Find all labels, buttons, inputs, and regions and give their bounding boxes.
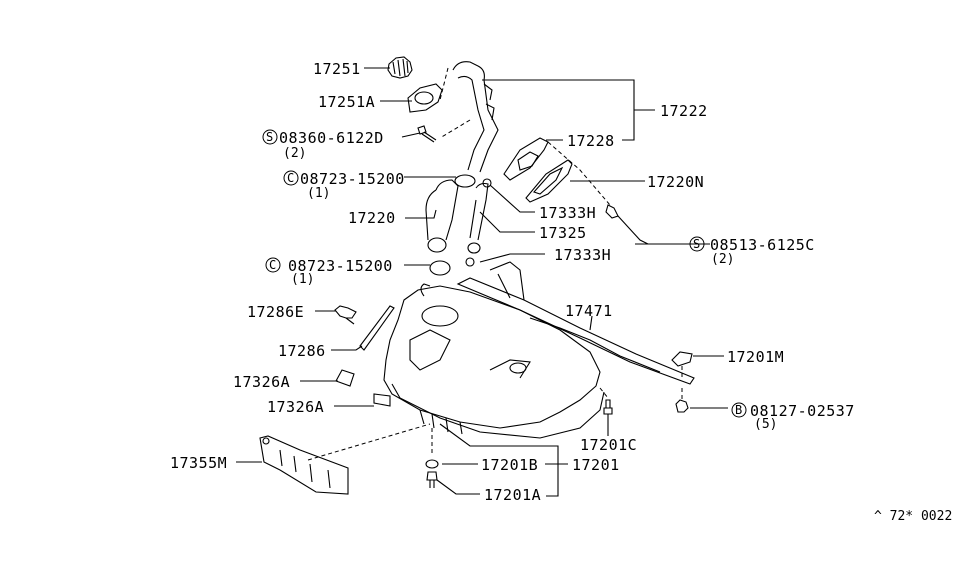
screw-drawing xyxy=(417,125,437,143)
quantity: (1) xyxy=(291,272,314,287)
bracket-drawing xyxy=(671,351,693,413)
label-17355M[interactable]: 17355M xyxy=(170,454,227,472)
label-17251A[interactable]: 17251A xyxy=(318,93,375,111)
tank-strap-drawing xyxy=(456,261,695,385)
label-08127-02537[interactable]: B 08127-02537 (5) xyxy=(731,402,855,432)
label-17326A-2[interactable]: 17326A xyxy=(267,398,324,416)
leader-lines xyxy=(236,67,728,497)
fuel-cap-drawing xyxy=(387,56,413,79)
label-17333H-2[interactable]: 17333H xyxy=(554,246,611,264)
part-number: 08723-15200 xyxy=(300,170,405,188)
part-number: 08513-6125C xyxy=(710,236,815,254)
pad-drawing-2 xyxy=(373,393,391,407)
label-08360-6122D[interactable]: S 08360-6122D (2) xyxy=(262,129,384,161)
quantity: (1) xyxy=(307,186,330,201)
c-symbol-icon xyxy=(265,257,281,273)
filler-gasket-ring-drawing xyxy=(525,141,611,206)
part-number: 08127-02537 xyxy=(750,402,855,420)
label-17326A-1[interactable]: 17326A xyxy=(233,373,290,391)
symbol-text: C xyxy=(269,258,276,272)
part-number: 08360-6122D xyxy=(279,129,384,147)
quantity: (2) xyxy=(711,252,734,267)
sensor-rod-drawing xyxy=(359,305,395,351)
label-17220N[interactable]: 17220N xyxy=(647,173,704,191)
part-number: 08723-15200 xyxy=(288,257,393,275)
filler-tube-drawing xyxy=(439,61,499,173)
c-symbol-icon xyxy=(283,170,299,186)
s-symbol-icon xyxy=(262,129,278,145)
symbol-text: C xyxy=(287,171,294,185)
symbol-text: B xyxy=(735,403,742,417)
symbol-text: S xyxy=(266,130,273,144)
screw-drawing-2 xyxy=(605,204,649,245)
diagram-reference-code: ^ 72* 0022 xyxy=(874,509,952,524)
washer-drawing xyxy=(425,428,439,469)
label-17201A[interactable]: 17201A xyxy=(484,486,541,504)
label-17251[interactable]: 17251 xyxy=(313,60,361,78)
filler-hose-drawing xyxy=(425,174,492,276)
filler-plate-drawing xyxy=(503,137,549,181)
filler-gasket-drawing xyxy=(407,83,443,113)
label-17325[interactable]: 17325 xyxy=(539,224,587,242)
clip-drawing xyxy=(334,305,357,325)
b-symbol-icon xyxy=(731,402,747,418)
s-symbol-icon xyxy=(689,236,705,252)
label-17201[interactable]: 17201 xyxy=(572,456,620,474)
label-08723-15200-b[interactable]: C 08723-15200 (1) xyxy=(265,257,393,287)
label-08513-6125C[interactable]: S 08513-6125C (2) xyxy=(689,236,815,267)
label-17286E[interactable]: 17286E xyxy=(247,303,304,321)
label-17222[interactable]: 17222 xyxy=(660,102,708,120)
label-17201B[interactable]: 17201B xyxy=(481,456,538,474)
fuel-tank-drawing xyxy=(383,283,605,439)
quantity: (2) xyxy=(283,146,306,161)
pad-drawing-1 xyxy=(335,369,355,387)
protector-drawing xyxy=(259,423,431,495)
symbol-text: S xyxy=(693,237,700,251)
bolt-drawing xyxy=(599,387,613,415)
label-08723-15200-a[interactable]: C 08723-15200 (1) xyxy=(283,170,405,201)
label-17333H-1[interactable]: 17333H xyxy=(539,204,596,222)
mounting-bolt-drawing xyxy=(426,471,438,488)
label-17471[interactable]: 17471 xyxy=(565,302,613,320)
label-17201C[interactable]: 17201C xyxy=(580,436,637,454)
label-17228[interactable]: 17228 xyxy=(567,132,615,150)
quantity: (5) xyxy=(754,417,777,432)
label-17286[interactable]: 17286 xyxy=(278,342,326,360)
label-17201M[interactable]: 17201M xyxy=(727,348,784,366)
label-17220[interactable]: 17220 xyxy=(348,209,396,227)
